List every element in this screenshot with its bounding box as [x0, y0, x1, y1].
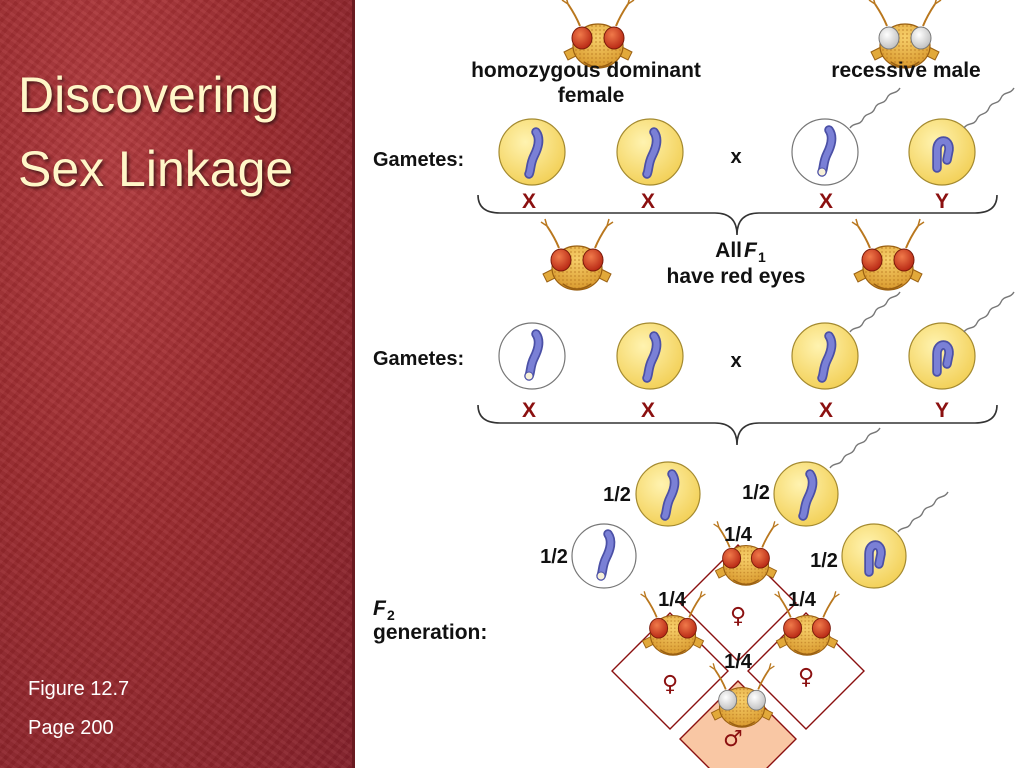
gametes-label-row2: Gametes: — [373, 348, 464, 370]
cell-fraction-bottom: 1/4 — [724, 651, 753, 673]
page-label: Page 200 — [28, 717, 114, 739]
cell-fraction-right: 1/4 — [788, 589, 817, 611]
fly-f2-right — [773, 590, 841, 657]
sperm-tail-icon — [829, 427, 881, 469]
female-parent-label-line1: homozygous dominant — [471, 59, 701, 82]
f2-sperm-y — [841, 523, 907, 589]
male-symbol-icon: ♂ — [723, 727, 743, 752]
sperm-tail-icon — [963, 291, 1015, 333]
fly-f1-female — [540, 218, 614, 291]
f1-label-prefix: All — [715, 239, 742, 262]
allele-row1-0: X — [522, 190, 536, 213]
allele-row2-1: X — [641, 399, 655, 422]
cell-fraction-top: 1/4 — [724, 524, 753, 546]
fly-f2-top — [712, 520, 780, 587]
female-parent-label-line2: female — [558, 84, 625, 107]
f2-fraction-2: 1/2 — [540, 546, 568, 568]
f2-fraction-3: 1/2 — [810, 550, 838, 572]
fly-f1-male — [851, 218, 925, 291]
allele-row2-2: X — [819, 399, 833, 422]
allele-row2-3: Y — [935, 399, 949, 422]
f2-label-var: F — [373, 597, 387, 620]
brace-row2 — [477, 404, 998, 446]
cell-fraction-left: 1/4 — [658, 589, 687, 611]
f2-label-line2: generation: — [373, 621, 487, 644]
f1-label-sub: 1 — [758, 249, 766, 265]
fly-white-eye-male-parent — [868, 0, 942, 69]
sperm-tail-icon — [849, 87, 901, 129]
female-symbol-icon: ♀ — [798, 665, 814, 690]
fly-f2-left — [639, 590, 707, 657]
female-symbol-icon: ♀ — [662, 672, 678, 697]
f2-label-sub: 2 — [387, 607, 395, 623]
sperm-cell-row2-b — [908, 322, 976, 390]
slide-title-line2: Sex Linkage — [18, 141, 294, 197]
f2-fraction-0: 1/2 — [603, 484, 631, 506]
f1-label-line2: have red eyes — [667, 265, 806, 288]
allele-row2-0: X — [522, 399, 536, 422]
brace-row1 — [477, 194, 998, 236]
panel-texture — [0, 0, 352, 768]
gametes-label-row1: Gametes: — [373, 149, 464, 171]
f1-label-var: F — [744, 239, 758, 262]
cross-symbol-row2: x — [730, 350, 741, 372]
figure-label: Figure 12.7 — [28, 678, 130, 700]
allele-row1-1: X — [641, 190, 655, 213]
fly-red-eye-female-parent — [561, 0, 635, 69]
sperm-tail-icon — [963, 87, 1015, 129]
male-parent-label: recessive male — [831, 59, 980, 82]
female-symbol-icon: ♀ — [730, 604, 746, 629]
title-panel: Discovering Sex Linkage Figure 12.7 Page… — [0, 0, 355, 768]
sperm-tail-icon — [849, 291, 901, 333]
sperm-tail-icon — [897, 491, 949, 533]
f2-fraction-1: 1/2 — [742, 482, 770, 504]
slide-title-line1: Discovering — [18, 67, 280, 123]
sperm-cell-row1-b — [908, 118, 976, 186]
allele-row1-2: X — [819, 190, 833, 213]
fly-f2-bottom-white-eye — [708, 662, 776, 729]
allele-row1-3: Y — [935, 190, 949, 213]
cross-symbol-row1: x — [730, 146, 741, 168]
